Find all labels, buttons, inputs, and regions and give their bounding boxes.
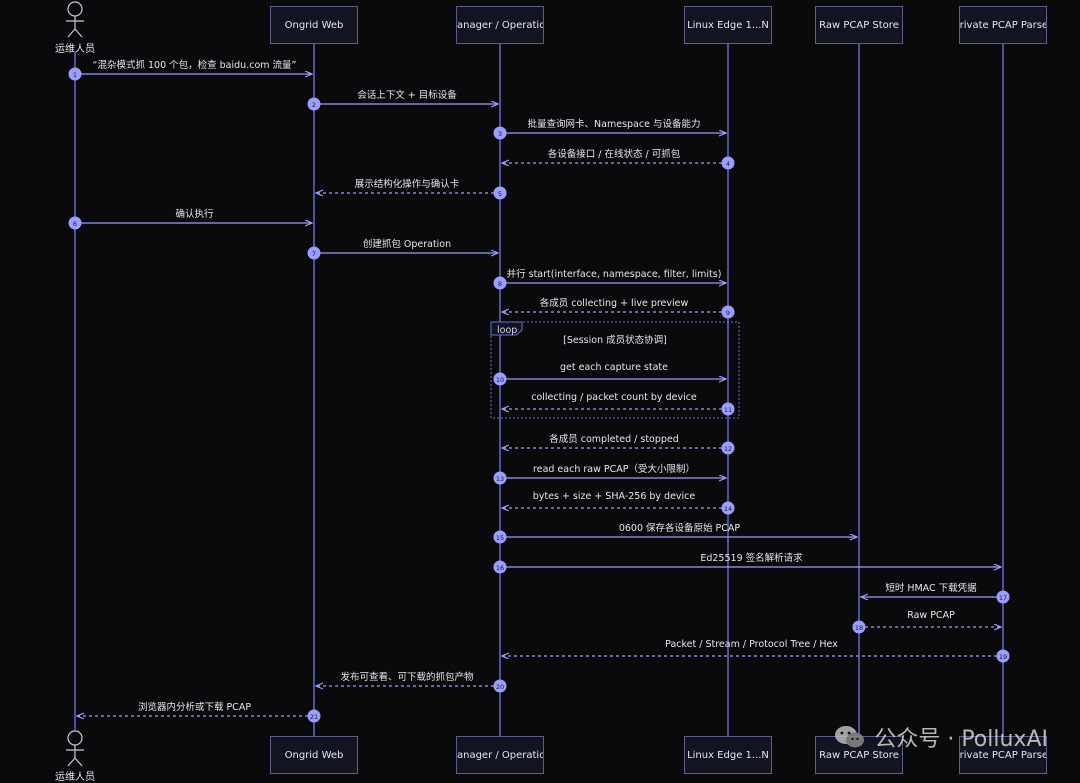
actor-figure-top-head [67, 1, 83, 17]
sequence-number-text-20: 20 [496, 683, 504, 691]
message-label-20: 发布可查看、可下载的抓包产物 [340, 672, 474, 683]
participant-box-ongrid-web-bottom: Ongrid Web [270, 736, 358, 774]
wechat-icon [835, 726, 865, 748]
actor-label-bottom: 运维人员 [55, 772, 95, 783]
sequence-number-11 [721, 402, 735, 416]
sequence-number-14 [721, 501, 735, 515]
message-label-13: read each raw PCAP（受大小限制） [533, 464, 695, 475]
sequence-number-18 [852, 620, 866, 634]
sequence-number-text-1: 1 [73, 71, 77, 79]
participant-box-manager-bottom: Manager / Operation [456, 736, 544, 774]
loop-frame [490, 321, 740, 419]
sequence-number-6 [68, 216, 82, 230]
sequence-number-9 [721, 305, 735, 319]
message-label-8: 并行 start(interface, namespace, filter, l… [506, 269, 722, 280]
sequence-number-text-14: 14 [724, 505, 732, 513]
loop-label: loop [497, 325, 518, 336]
loop-condition: [Session 成员状态协调] [563, 335, 667, 346]
message-label-11: collecting / packet count by device [531, 392, 697, 403]
message-label-21: 浏览器内分析或下载 PCAP [137, 702, 252, 713]
sequence-number-text-6: 6 [73, 220, 77, 228]
sequence-number-text-3: 3 [498, 130, 502, 138]
loop-tab [490, 321, 523, 336]
sequence-number-7 [307, 246, 321, 260]
sequence-number-4 [721, 156, 735, 170]
message-label-18: Raw PCAP [907, 610, 955, 621]
sequence-number-text-9: 9 [726, 309, 730, 317]
sequence-number-17 [996, 590, 1010, 604]
sequence-number-text-12: 12 [724, 445, 732, 453]
message-label-6: 确认执行 [175, 209, 214, 220]
message-label-9: 各成员 collecting + live preview [539, 298, 689, 309]
sequence-number-text-8: 8 [498, 280, 502, 288]
actor-figure-bottom-head [67, 730, 83, 746]
sequence-number-19 [996, 649, 1010, 663]
participant-box-linux-edge-bottom: Linux Edge 1...N [684, 736, 772, 774]
watermark-text: 公众号 · PolluxAI [874, 727, 1048, 752]
sequence-number-text-4: 4 [726, 160, 730, 168]
sequence-number-16 [493, 560, 507, 574]
sequence-number-8 [493, 276, 507, 290]
message-label-2: 会话上下文 + 目标设备 [357, 90, 457, 101]
message-label-12: 各成员 completed / stopped [549, 434, 679, 445]
sequence-number-3 [493, 126, 507, 140]
sequence-number-21 [307, 709, 321, 723]
message-label-15: 0600 保存各设备原始 PCAP [618, 523, 741, 534]
participant-box-pcap-parser-bottom: Private PCAP Parser [959, 736, 1047, 774]
watermark: 公众号 · PolluxAI [834, 721, 1048, 753]
sequence-number-2 [307, 97, 321, 111]
sequence-number-text-5: 5 [498, 190, 502, 198]
sequence-number-text-17: 17 [999, 594, 1007, 602]
sequence-number-text-10: 10 [496, 376, 504, 384]
sequence-number-1 [68, 67, 82, 81]
actor-figure-bottom-leg-right [74, 757, 83, 767]
sequence-number-text-21: 21 [310, 713, 318, 721]
sequence-number-20 [493, 679, 507, 693]
message-label-7: 创建抓包 Operation [362, 239, 452, 250]
sequence-number-5 [493, 186, 507, 200]
sequence-number-text-18: 18 [855, 624, 863, 632]
sequence-number-text-15: 15 [496, 534, 504, 542]
message-label-4: 各设备接口 / 在线状态 / 可抓包 [547, 149, 681, 160]
message-label-1: “混杂模式抓 100 个包，检查 baidu.com 流量” [92, 60, 297, 71]
actor-figure-bottom-leg-left [67, 757, 76, 767]
participant-box-linux-edge: Linux Edge 1...N [684, 6, 772, 44]
sequence-number-text-11: 11 [724, 406, 732, 414]
message-label-17: 短时 HMAC 下载凭据 [885, 583, 977, 594]
message-label-19: Packet / Stream / Protocol Tree / Hex [665, 639, 838, 650]
message-label-14: bytes + size + SHA-256 by device [532, 491, 696, 502]
sequence-number-12 [721, 441, 735, 455]
sequence-number-text-13: 13 [496, 475, 504, 483]
sequence-number-text-7: 7 [312, 250, 316, 258]
sequence-number-text-16: 16 [496, 564, 504, 572]
message-label-16: Ed25519 签名解析请求 [700, 553, 803, 564]
participant-box-manager: Manager / Operation [456, 6, 544, 44]
participant-box-pcap-parser: Private PCAP Parser [959, 6, 1047, 44]
message-label-10: get each capture state [560, 362, 668, 373]
sequence-number-10 [493, 372, 507, 386]
sequence-number-text-19: 19 [999, 653, 1007, 661]
sequence-number-15 [493, 530, 507, 544]
sequence-number-13 [493, 471, 507, 485]
message-label-5: 展示结构化操作与确认卡 [354, 179, 460, 190]
sequence-number-text-2: 2 [312, 101, 316, 109]
actor-figure-top-leg-left [67, 28, 76, 38]
message-label-3: 批量查询网卡、Namespace 与设备能力 [527, 119, 701, 130]
participant-box-ongrid-web: Ongrid Web [270, 6, 358, 44]
actor-label-top: 运维人员 [55, 44, 95, 55]
actor-figure-top-leg-right [74, 28, 83, 38]
participant-box-raw-pcap-store: Raw PCAP Store [815, 6, 903, 44]
